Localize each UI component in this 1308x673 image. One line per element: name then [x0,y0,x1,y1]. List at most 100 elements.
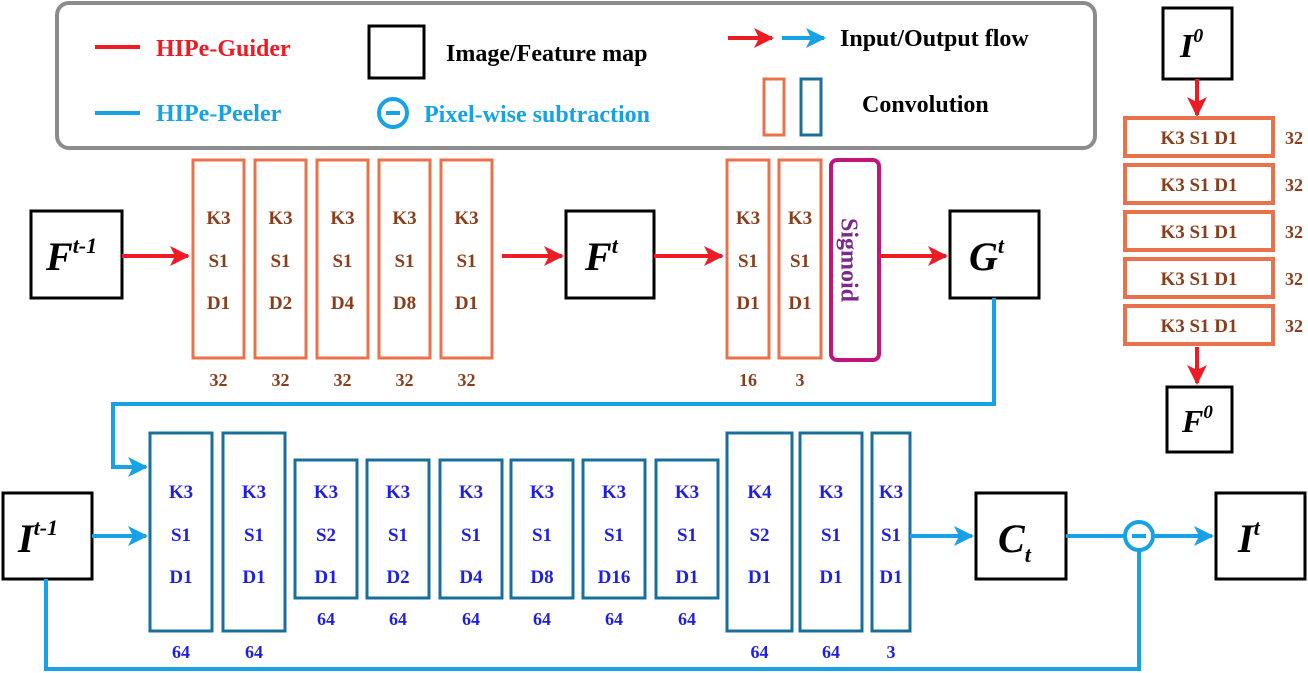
guider-head-block-1-s: S1 [790,251,810,272]
skip-connection-iprev-to-subtract [44,550,1141,671]
legend-subtraction-label: Pixel-wise subtraction [424,102,650,128]
guider-head-block-0 [725,158,771,360]
guider-head-block-0-d: D1 [736,293,759,314]
node-i-cur-label: It [1237,515,1261,561]
peeler-block-3-k: K3 [386,482,410,503]
node-f-zero [1165,385,1234,454]
guider-row: Ft-1 K3S1D132K3S1D232K3S1D432K3S1D832K3S… [29,158,1041,390]
blue-conv-swatch [799,77,823,137]
guider-block-3-s: S1 [394,251,414,272]
peeler-block-3-s: S1 [388,525,408,546]
legend-flow-label: Input/Output flow [840,26,1029,52]
sigmoid-label: Sigmoid [835,218,861,303]
node-i-cur [1214,491,1307,581]
init-block-0 [1123,116,1275,158]
guider-block-0 [191,158,246,360]
guider-block-2 [315,158,370,360]
peeler-block-9-d: D1 [819,567,842,588]
guider-block-2-s: S1 [332,251,352,272]
guider-block-0-d: D1 [207,293,230,314]
peeler-block-7-d: D1 [675,567,698,588]
init-block-1-channels: 32 [1285,175,1303,195]
peeler-block-2-d: D1 [314,567,337,588]
guider-block-2-d: D4 [331,293,355,314]
peeler-block-8-channels: 64 [751,642,769,662]
guider-block-1-s: S1 [270,251,290,272]
feature-map-swatch [367,24,426,80]
init-block-4 [1123,304,1275,346]
node-i-zero-label: I0 [1179,25,1203,65]
guider-block-4-s: S1 [456,251,476,272]
peeler-block-1-k: K3 [242,482,266,503]
peeler-block-5-s: S1 [532,525,552,546]
node-f-cur [564,209,656,300]
guider-block-0-channels: 32 [210,370,228,390]
peeler-block-8-k: K4 [747,482,772,503]
guider-block-3-channels: 32 [396,370,414,390]
legend-peeler-label: HIPe-Peeler [156,101,282,127]
guider-head-block-1-k: K3 [788,208,812,229]
peeler-block-2-channels: 64 [317,609,335,629]
guider-block-3-d: D8 [393,293,416,314]
init-block-3-channels: 32 [1285,269,1303,289]
guider-block-1-k: K3 [268,208,292,229]
node-f-prev [29,209,124,300]
node-c-cur-label: Ct [998,516,1032,567]
peeler-block-9-s: S1 [821,525,841,546]
node-g-cur [948,209,1041,300]
peeler-block-1-channels: 64 [245,642,263,662]
peeler-block-10-channels: 3 [887,642,896,662]
peeler-block-1 [221,431,287,633]
node-i-prev-label: It-1 [17,515,58,561]
node-f-prev-label: Ft-1 [45,233,97,279]
init-block-3-label: K3 S1 D1 [1160,269,1237,290]
peeler-block-4 [438,458,504,600]
guider-head-block-0-s: S1 [738,251,758,272]
peeler-conv-blocks: K3S1D164K3S1D164K3S2D164K3S1D264K3S1D464… [148,431,912,662]
peeler-block-0-s: S1 [171,525,191,546]
peeler-block-2-k: K3 [314,482,338,503]
peeler-block-9-channels: 64 [822,642,840,662]
guider-block-3 [377,158,432,360]
init-block-0-label: K3 S1 D1 [1160,128,1237,149]
peeler-block-4-d: D4 [459,567,483,588]
guider-head-block-0-k: K3 [736,208,760,229]
peeler-block-5 [509,458,575,600]
legend: HIPe-Guider HIPe-Peeler Image/Feature ma… [55,1,1097,150]
peeler-block-3-channels: 64 [389,609,407,629]
peeler-block-4-k: K3 [459,482,483,503]
init-block-2-channels: 32 [1285,222,1303,242]
peeler-block-5-d: D8 [530,567,553,588]
peeler-block-10-s: S1 [881,525,901,546]
legend-feature-map-label: Image/Feature map [446,41,648,67]
init-block-1 [1123,163,1275,205]
peeler-row: It-1 K3S1D164K3S1D164K3S2D164K3S1D264K3S… [1,431,1307,662]
guider-head-block-1 [777,158,823,360]
peeler-block-7-k: K3 [675,482,699,503]
peeler-block-2-s: S2 [316,525,336,546]
legend-convolution-label: Convolution [862,92,989,118]
node-g-cur-label: Gt [969,233,1005,279]
legend-frame [55,1,1097,150]
peeler-block-3 [365,458,431,600]
peeler-block-7-channels: 64 [678,609,696,629]
guider-block-2-channels: 32 [334,370,352,390]
orange-conv-swatch [762,77,786,137]
peeler-block-5-channels: 64 [533,609,551,629]
init-block-1-label: K3 S1 D1 [1160,175,1237,196]
init-block-4-channels: 32 [1285,316,1303,336]
guider-block-2-k: K3 [330,208,354,229]
peeler-block-8-s: S2 [749,525,769,546]
peeler-block-5-k: K3 [530,482,554,503]
init-block-3 [1123,257,1275,299]
guider-block-0-s: S1 [208,251,228,272]
peeler-block-7-s: S1 [677,525,697,546]
peeler-block-10-d: D1 [879,567,902,588]
init-block-4-label: K3 S1 D1 [1160,316,1237,337]
peeler-block-8 [725,431,794,633]
node-f-cur-label: Ft [584,233,619,279]
guider-block-3-k: K3 [392,208,416,229]
peeler-block-1-s: S1 [244,525,264,546]
